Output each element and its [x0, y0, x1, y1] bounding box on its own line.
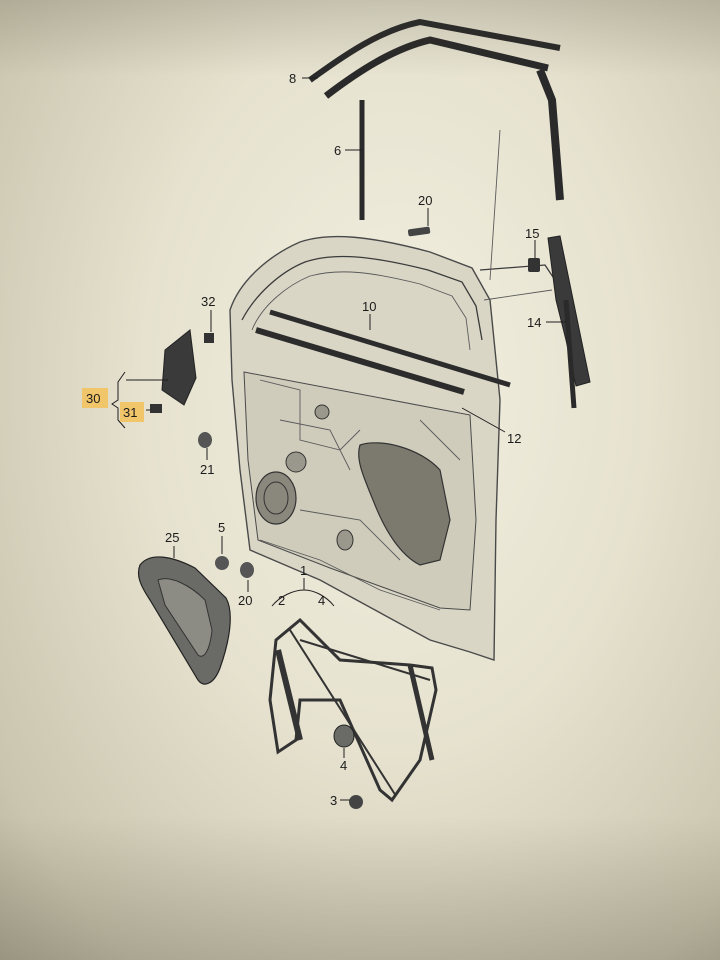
rear-trim-strip — [547, 235, 591, 409]
callout-20-top: 20 — [418, 193, 432, 208]
window-regulator — [268, 617, 438, 809]
mirror-bracket — [150, 329, 214, 413]
callout-4-top: 4 — [318, 593, 325, 608]
plug-part — [240, 562, 254, 578]
callout-1: 1 — [300, 563, 307, 578]
callout-25: 25 — [165, 530, 179, 545]
clip-strip-part — [407, 226, 431, 237]
callout-30: 30 — [86, 391, 100, 406]
callout-2: 2 — [278, 593, 285, 608]
callout-4-bottom: 4 — [340, 758, 347, 773]
callout-32: 32 — [201, 294, 215, 309]
plug-part — [215, 556, 229, 570]
callout-5: 5 — [218, 520, 225, 535]
callout-3: 3 — [330, 793, 337, 808]
callout-15: 15 — [525, 226, 539, 241]
callout-21: 21 — [200, 462, 214, 477]
window-sill-seal — [255, 309, 511, 395]
callout-6: 6 — [334, 143, 341, 158]
callout-31: 31 — [123, 405, 137, 420]
speaker-trim-panel — [137, 556, 231, 685]
callout-20-bottom: 20 — [238, 593, 252, 608]
highlight-box-30 — [82, 388, 108, 408]
callout-14: 14 — [527, 315, 541, 330]
callout-12: 12 — [507, 431, 521, 446]
plug-part — [198, 432, 212, 448]
leader-lines — [111, 77, 566, 801]
callout-8: 8 — [289, 71, 296, 86]
window-channel-seal — [308, 18, 564, 220]
door-shell — [229, 129, 556, 661]
callout-10: 10 — [362, 299, 376, 314]
clip-part — [528, 258, 540, 272]
highlight-box-31 — [120, 402, 144, 422]
